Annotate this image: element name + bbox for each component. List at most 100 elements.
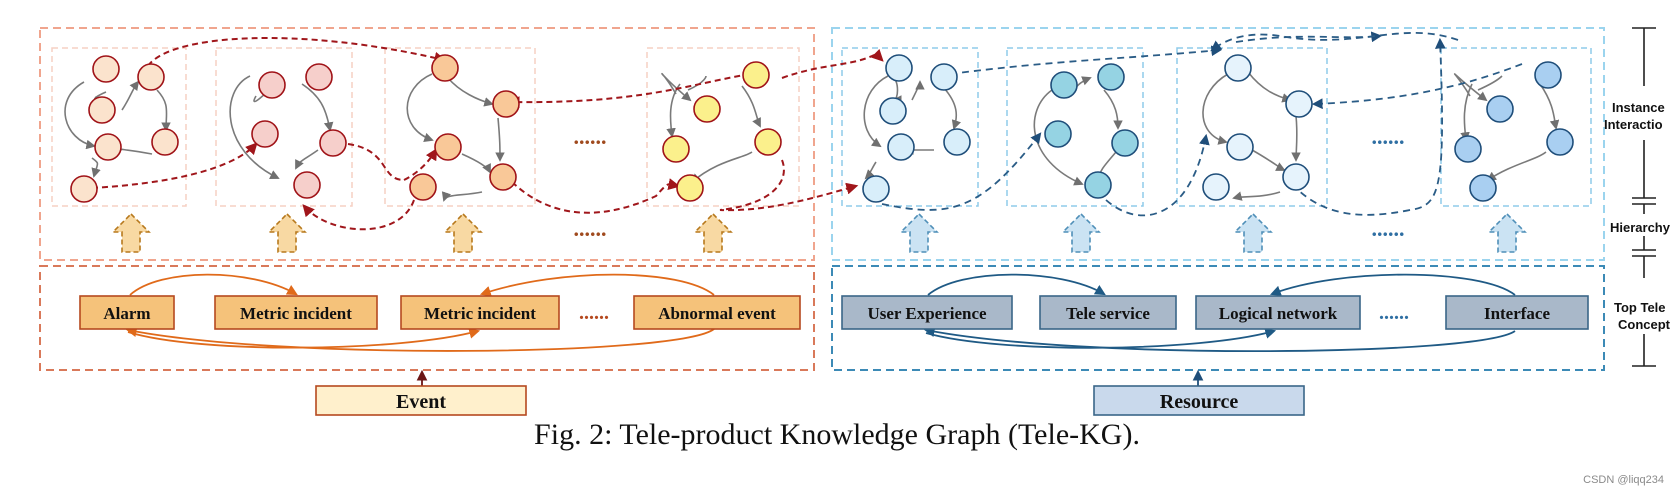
alarm-node xyxy=(70,175,98,203)
logical-node xyxy=(1285,90,1313,118)
metric-node xyxy=(293,171,321,199)
abnormal-panel xyxy=(646,47,800,207)
interface-node xyxy=(1534,61,1562,89)
alarm-node xyxy=(151,128,179,156)
hierarchy-arrow-icon xyxy=(1061,212,1101,253)
metric2-node xyxy=(434,133,462,161)
abnormal-node xyxy=(754,128,782,156)
interface-node xyxy=(1454,135,1482,163)
event-arrow-ellipsis: ...... xyxy=(574,216,607,241)
metric2-panel xyxy=(384,47,536,207)
resource-root-box[interactable] xyxy=(1093,385,1305,416)
metric-panel xyxy=(215,47,353,207)
abnormal-node xyxy=(662,135,690,163)
intra-edges xyxy=(64,71,1560,202)
metric-node xyxy=(319,129,347,157)
side-bracket xyxy=(1632,27,1656,367)
top-tele-line2: Concept xyxy=(1618,317,1671,332)
ux-node xyxy=(862,175,890,203)
interface-panel xyxy=(1440,47,1592,207)
interface-node xyxy=(1546,128,1574,156)
tele-node xyxy=(1111,129,1139,157)
ux-node xyxy=(887,133,915,161)
event-concept-ellipsis: ...... xyxy=(579,302,609,324)
hierarchy-arrow-icon xyxy=(693,212,733,253)
metric-node xyxy=(258,71,286,99)
ux-node xyxy=(885,54,913,82)
ux-node xyxy=(879,97,907,125)
hierarchy-label: Hierarchy xyxy=(1610,220,1671,235)
instance-label-line2: Interactio xyxy=(1604,117,1663,132)
resource-cluster-ellipsis: ...... xyxy=(1372,124,1405,149)
instance-label-line1: Instance xyxy=(1612,100,1665,115)
event-concept-arrows xyxy=(125,273,715,352)
interface-concept-label: Interface xyxy=(1484,304,1551,323)
tele-node xyxy=(1044,120,1072,148)
tele-node xyxy=(1097,63,1125,91)
resource-root-label: Resource xyxy=(1160,391,1239,413)
metric2-node xyxy=(492,90,520,118)
alarm-node xyxy=(137,63,165,91)
logical-concept-label: Logical network xyxy=(1219,304,1338,323)
tele-node xyxy=(1084,171,1112,199)
event-panels xyxy=(51,47,800,207)
ux-concept-box[interactable] xyxy=(841,295,1013,330)
alarm-panel xyxy=(51,47,187,207)
logical-concept-box[interactable] xyxy=(1195,295,1361,330)
event-cross-edges xyxy=(91,36,884,231)
alarm-node xyxy=(92,55,120,83)
metric2-concept-box[interactable] xyxy=(400,295,560,330)
event-nodes xyxy=(70,54,782,203)
metric2-node xyxy=(489,163,517,191)
ux-node xyxy=(943,128,971,156)
resource-nodes xyxy=(862,54,1574,203)
logical-panel xyxy=(1176,47,1328,207)
hierarchy-arrow-icon xyxy=(443,212,483,253)
tele-panel xyxy=(1006,47,1144,207)
resource-arrow-ellipsis: ...... xyxy=(1372,216,1405,241)
event-root-box[interactable] xyxy=(315,385,527,416)
figure-caption: Fig. 2: Tele-product Knowledge Graph (Te… xyxy=(534,418,1140,451)
ux-node xyxy=(930,63,958,91)
hierarchy-arrow-icon xyxy=(899,212,939,253)
resource-concept-ellipsis: ...... xyxy=(1379,302,1409,324)
tele-concept-box[interactable] xyxy=(1039,295,1177,330)
ux-panel xyxy=(841,47,979,207)
event-cluster-ellipsis: ...... xyxy=(574,124,607,149)
resource-cross-edges xyxy=(881,31,1523,217)
resource-concept-boxes: User Experience Tele service Logical net… xyxy=(841,295,1589,330)
abnormal-node xyxy=(676,174,704,202)
alarm-node xyxy=(88,96,116,124)
metric2-node xyxy=(431,54,459,82)
event-concept-boxes: Alarm Metric incident Metric incident ..… xyxy=(79,295,801,330)
hierarchy-arrow-icon xyxy=(1487,212,1527,253)
logical-node xyxy=(1282,163,1310,191)
interface-node xyxy=(1469,174,1497,202)
logical-node xyxy=(1224,54,1252,82)
abnormal-concept-label: Abnormal event xyxy=(658,304,776,323)
metric-node xyxy=(305,63,333,91)
tele-concept-label: Tele service xyxy=(1066,304,1150,323)
watermark: CSDN @liqq234 xyxy=(1583,474,1664,486)
logical-node xyxy=(1202,173,1230,201)
metric2-node xyxy=(409,173,437,201)
alarm-concept-box[interactable] xyxy=(79,295,175,330)
alarm-node xyxy=(94,133,122,161)
hierarchy-arrow-icon xyxy=(111,212,151,253)
tele-node xyxy=(1050,71,1078,99)
metric-concept-box[interactable] xyxy=(214,295,378,330)
alarm-concept-label: Alarm xyxy=(103,304,150,323)
resource-panels xyxy=(841,47,1592,207)
event-root-label: Event xyxy=(396,391,446,413)
interface-node xyxy=(1486,95,1514,123)
resource-concept-arrows xyxy=(923,273,1516,353)
metric2-concept-label: Metric incident xyxy=(424,304,536,323)
resource-hierarchy-arrows xyxy=(899,212,1527,253)
abnormal-concept-box[interactable] xyxy=(633,295,801,330)
resource-instance-frame xyxy=(831,27,1605,261)
interface-concept-box[interactable] xyxy=(1445,295,1589,330)
